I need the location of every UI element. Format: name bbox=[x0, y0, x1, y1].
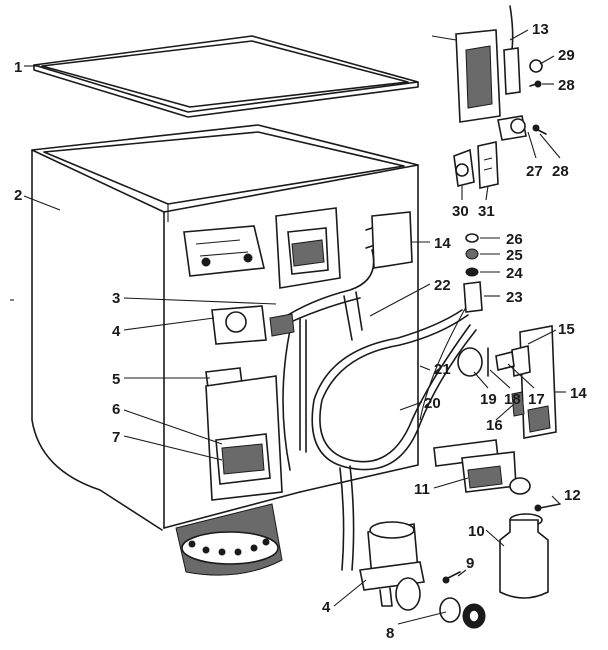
pressure-switch-14 bbox=[519, 325, 557, 439]
control-box-lower bbox=[205, 375, 283, 501]
screw-28a bbox=[529, 80, 542, 88]
callout-27: 27 bbox=[526, 163, 543, 180]
callout-21: 21 bbox=[434, 361, 451, 378]
callout-16: 16 bbox=[486, 417, 503, 434]
callout-1: 1 bbox=[14, 59, 22, 76]
callout-4-lower: 4 bbox=[322, 599, 331, 616]
callout-6: 6 bbox=[112, 401, 120, 418]
callout-19: 19 bbox=[480, 391, 497, 408]
callout-17: 17 bbox=[528, 391, 545, 408]
callout-28-upper: 28 bbox=[558, 77, 575, 94]
callout-18: 18 bbox=[504, 391, 521, 408]
bracket-31 bbox=[477, 141, 499, 189]
callout-26: 26 bbox=[506, 231, 523, 248]
bracket-11 bbox=[433, 439, 531, 495]
callout-8: 8 bbox=[386, 625, 394, 642]
fitting-23 bbox=[463, 281, 483, 313]
fill-hoses bbox=[311, 309, 477, 571]
callout-7: 7 bbox=[112, 429, 120, 446]
water-valve-bottom bbox=[359, 521, 425, 611]
dispenser-bottle bbox=[499, 513, 549, 599]
motor bbox=[175, 503, 283, 576]
cabinet bbox=[31, 124, 419, 531]
callout-14-lower: 14 bbox=[570, 385, 587, 402]
leader-lines bbox=[23, 29, 566, 625]
callout-2: 2 bbox=[14, 187, 22, 204]
lid-frame bbox=[33, 35, 419, 118]
switch-box-upper bbox=[365, 211, 413, 269]
callout-3: 3 bbox=[112, 290, 120, 307]
callout-11: 11 bbox=[414, 481, 430, 498]
washer-26 bbox=[465, 233, 479, 243]
upper-bracket bbox=[183, 225, 265, 277]
callout-14-upper: 14 bbox=[434, 235, 451, 252]
callout-28-lower: 28 bbox=[552, 163, 569, 180]
upper-valve bbox=[211, 305, 295, 345]
callout-12: 12 bbox=[564, 487, 581, 504]
callout-10: 10 bbox=[468, 523, 485, 540]
callout-25: 25 bbox=[506, 247, 523, 264]
callout-9: 9 bbox=[466, 555, 474, 572]
control-switch-13 bbox=[431, 5, 521, 123]
clip-16 bbox=[511, 391, 525, 417]
screw-12 bbox=[534, 503, 561, 512]
callout-30: 30 bbox=[452, 203, 469, 220]
nut-25 bbox=[465, 248, 479, 260]
washer-24 bbox=[465, 267, 479, 277]
callout-23: 23 bbox=[506, 289, 523, 306]
callout-22: 22 bbox=[434, 277, 451, 294]
screw-28b bbox=[532, 124, 547, 135]
cap-19 bbox=[457, 347, 483, 377]
callout-31: 31 bbox=[478, 203, 495, 220]
callout-29: 29 bbox=[558, 47, 575, 64]
callout-20: 20 bbox=[424, 395, 441, 412]
callout-labels: 1 2 3 4 5 6 7 4 8 9 10 11 12 13 29 28 27… bbox=[14, 21, 587, 642]
callout-24: 24 bbox=[506, 265, 523, 282]
callout-15: 15 bbox=[558, 321, 575, 338]
bracket-27 bbox=[497, 115, 527, 141]
callout-5: 5 bbox=[112, 371, 120, 388]
knob-29 bbox=[529, 59, 543, 73]
timer-housing bbox=[275, 207, 341, 289]
switch-30 bbox=[453, 148, 475, 187]
callout-13: 13 bbox=[532, 21, 549, 38]
screw-9 bbox=[442, 571, 461, 584]
hose-washer bbox=[439, 597, 486, 629]
callout-4-upper: 4 bbox=[112, 323, 121, 340]
diaphragm-15 bbox=[511, 344, 531, 378]
